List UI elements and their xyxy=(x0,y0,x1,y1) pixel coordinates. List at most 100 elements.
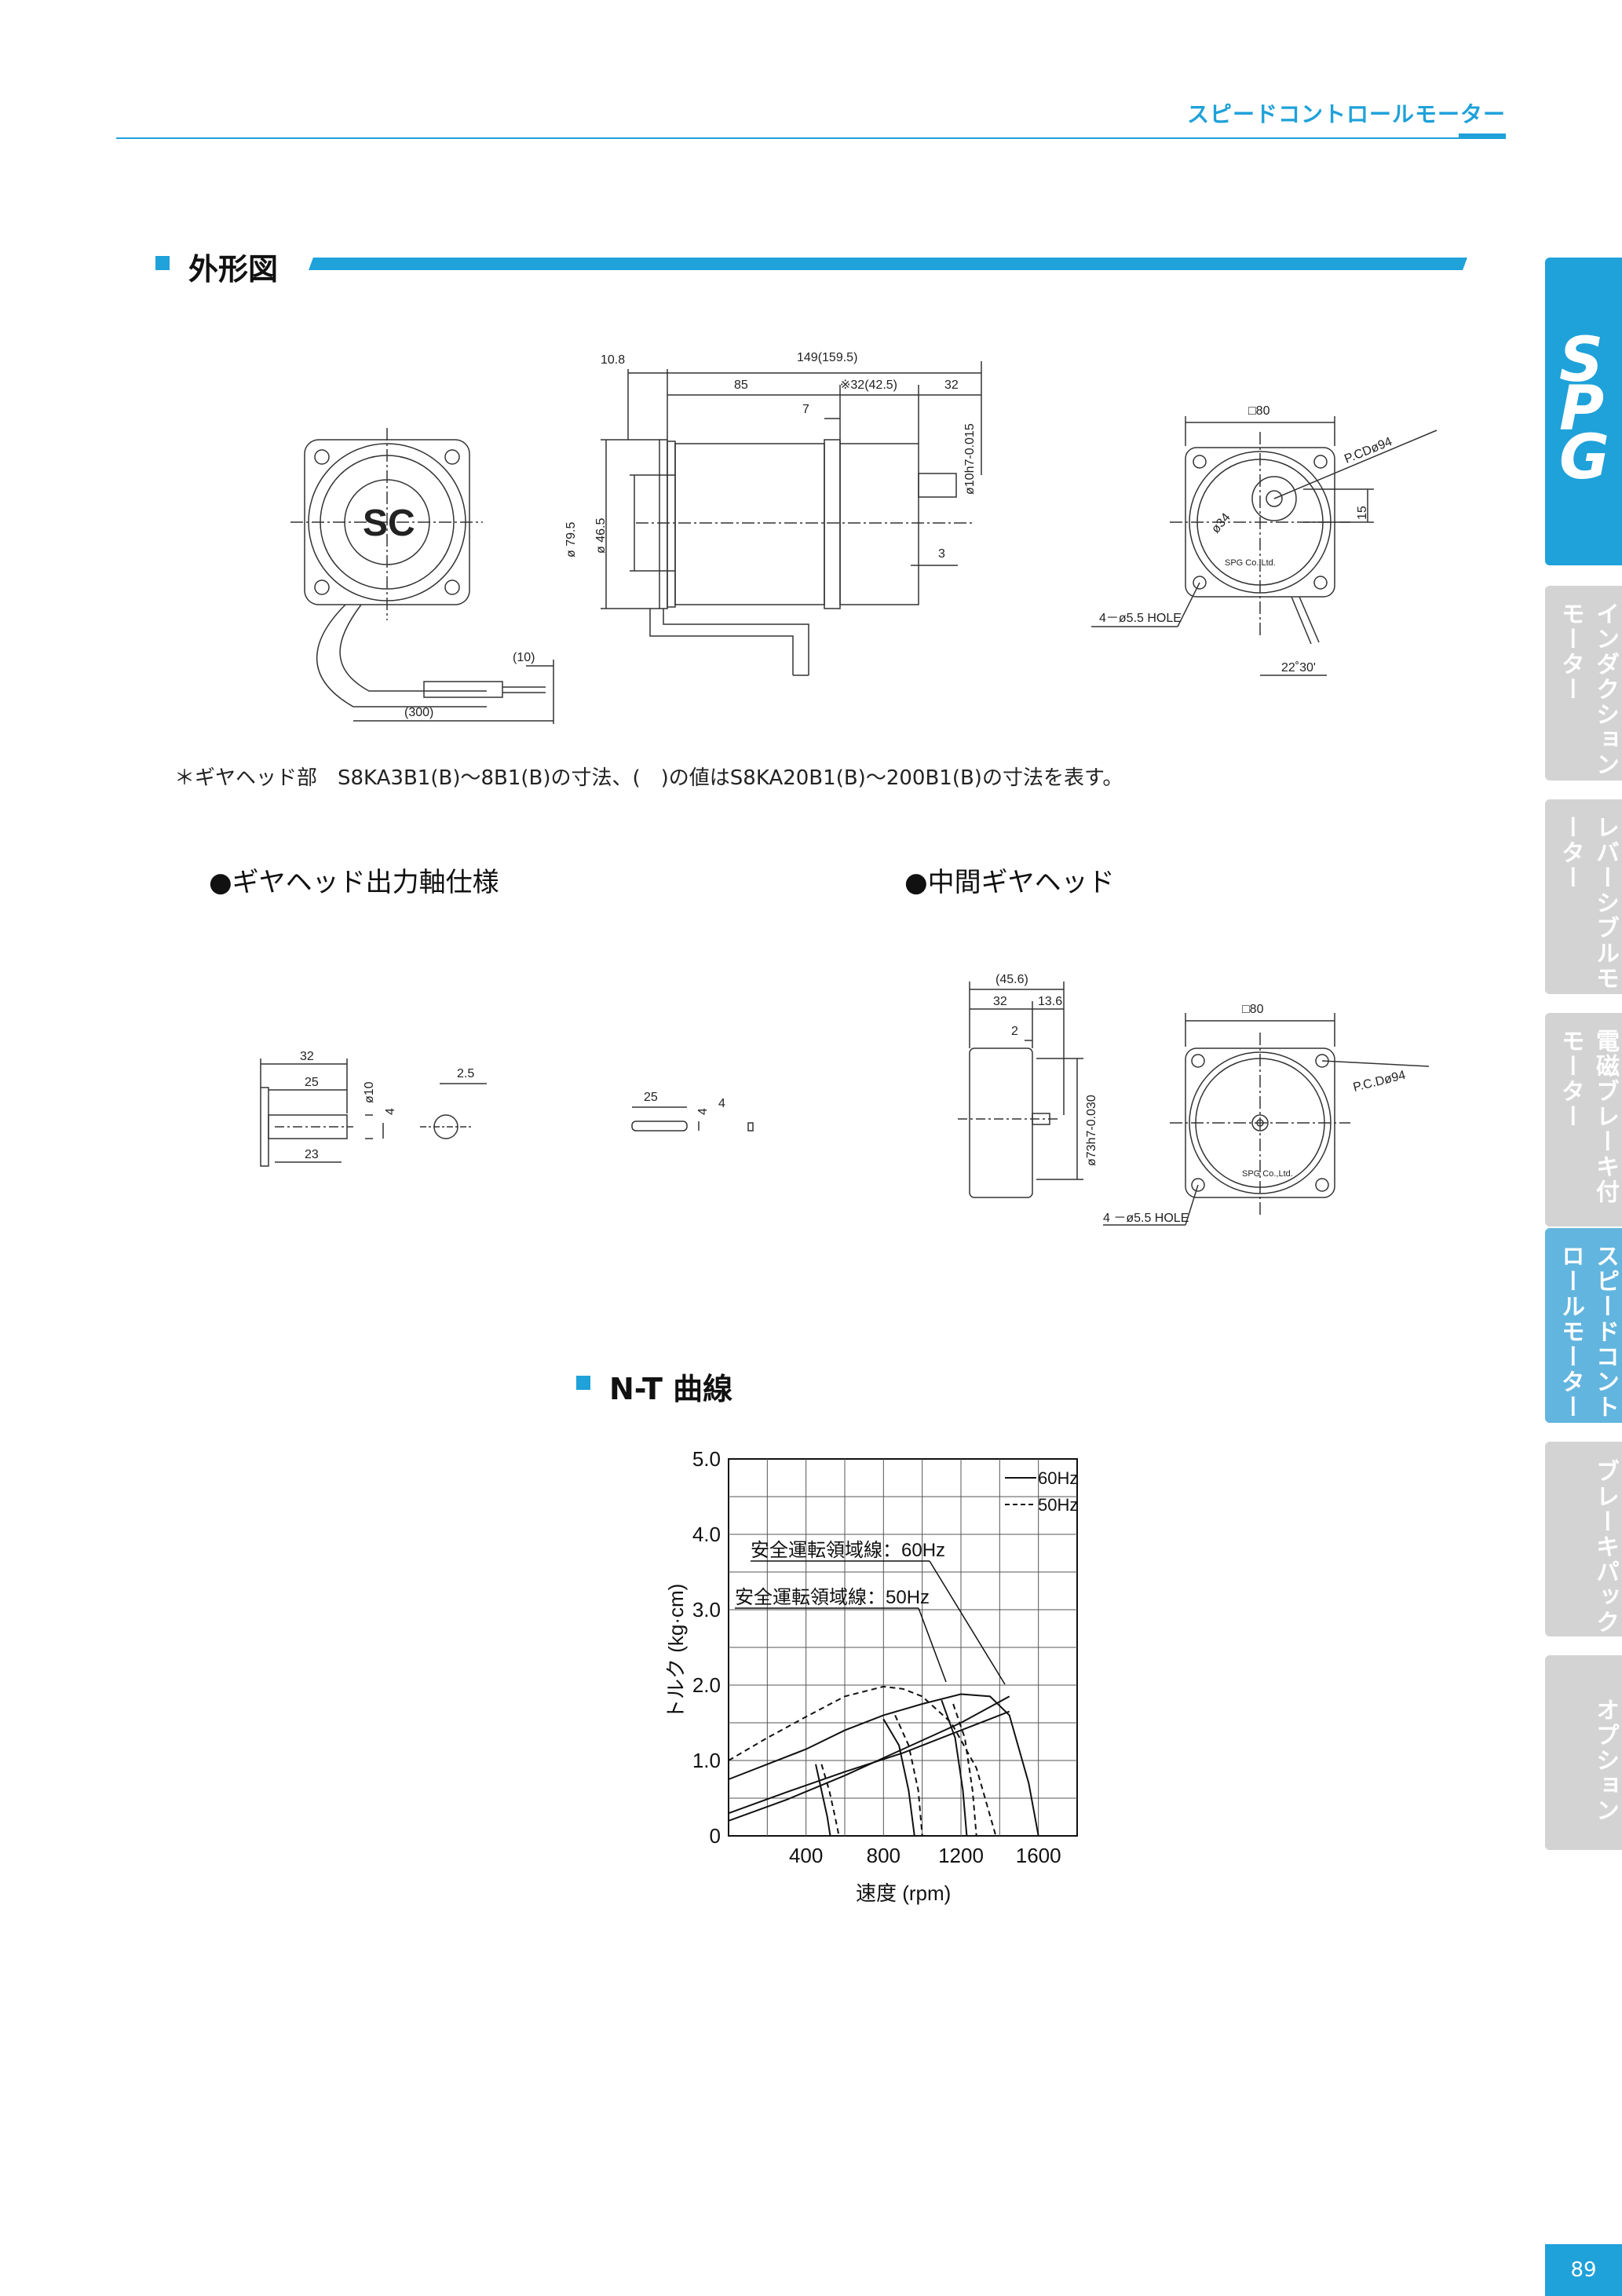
chart-xlabel: 速度 (rpm) xyxy=(856,1881,951,1905)
dim-32: 32 xyxy=(944,378,959,392)
shaft-dim-2-5: 2.5 xyxy=(457,1067,474,1080)
header-title: スピードコントロールモーター xyxy=(1186,101,1506,127)
shaft-spec-drawing: 32 25 23 ø10 4 2.5 25 4 4 xyxy=(260,1050,754,1167)
chart-ylabel: トルク (kg·cm) xyxy=(664,1584,688,1720)
y-tick-label: 0 xyxy=(710,1824,721,1848)
gh-d34: ø34 xyxy=(1209,510,1233,536)
y-tick-label: 1.0 xyxy=(692,1749,721,1772)
mid-dim-2: 2 xyxy=(1011,1025,1018,1038)
motor-dim-10: (10) xyxy=(513,651,535,664)
outline-note: ＊ギヤヘッド部 S8KA3B1(B)～8B1(B)の寸法、( )の値はS8KA2… xyxy=(174,766,1123,790)
series-1-curve-0 xyxy=(728,1685,997,1837)
motor-rear-view: (10) (300) SC xyxy=(290,428,554,724)
key-dim-4a: 4 xyxy=(696,1108,710,1115)
x-tick-label: 800 xyxy=(867,1844,901,1867)
tab-brake-motor[interactable]: 電磁ブレーキ付モーター xyxy=(1545,1013,1622,1227)
mid-dim-45-6: (45.6) xyxy=(995,973,1028,986)
gh-angle: 22˚30' xyxy=(1281,661,1316,675)
mid-pcd: P.C.Dø94 xyxy=(1352,1069,1407,1095)
section-marker-nt xyxy=(576,1376,590,1390)
key-dim-4b: 4 xyxy=(718,1097,725,1110)
shaft-dim-23: 23 xyxy=(305,1148,319,1161)
gh-sq80: □80 xyxy=(1248,404,1270,418)
tab-reversible-motor[interactable]: レバーシブルモーター xyxy=(1545,799,1622,994)
dim-d46-5: ø 46.5 xyxy=(594,518,608,554)
tab-reversible-motor-label: レバーシブルモーター xyxy=(1557,815,1619,991)
sc-logo: SC xyxy=(363,503,415,544)
tab-brake-motor-label: 電磁ブレーキ付モーター xyxy=(1557,1029,1619,1205)
annotation-50hz: 安全運転領域線：50Hz xyxy=(735,1587,930,1608)
series-1-curve-1 xyxy=(820,1764,840,1837)
motor-dim-300: (300) xyxy=(404,706,433,719)
mid-dim-32: 32 xyxy=(993,995,1007,1008)
shaft-dim-32: 32 xyxy=(300,1050,314,1063)
header-divider xyxy=(116,137,1506,139)
subheading-shaft-spec: ●ギヤヘッド出力軸仕様 xyxy=(209,867,499,898)
series-0-curve-1 xyxy=(815,1764,831,1837)
chart-legend: 60Hz 50Hz xyxy=(1005,1468,1078,1515)
mid-hole: 4 －ø5.5 HOLE xyxy=(1103,1212,1189,1225)
motor-side-view: 10.8 149(159.5) 85 ※32(42.5) 32 7 3 ø 79… xyxy=(564,351,982,676)
dim-3: 3 xyxy=(938,547,945,561)
tab-induction-motor[interactable]: インダクションモーター xyxy=(1545,586,1622,781)
tab-options[interactable]: オプション xyxy=(1545,1655,1622,1850)
dim-10-8: 10.8 xyxy=(601,353,625,367)
mid-sq80: □80 xyxy=(1242,1003,1264,1016)
x-tick-label: 400 xyxy=(789,1844,823,1867)
series-3-curve-0 xyxy=(728,1695,1010,1822)
mid-dim-13-6: 13.6 xyxy=(1038,995,1062,1008)
chart-annotations: 安全運転領域線：60Hz 安全運転領域線：50Hz xyxy=(735,1540,1006,1685)
tab-brake-pack[interactable]: ブレーキパック xyxy=(1545,1442,1622,1636)
page-number: 89 xyxy=(1545,2244,1622,2296)
chart-curves xyxy=(728,1685,1039,1837)
gh-15: 15 xyxy=(1356,506,1369,520)
tab-options-label: オプション xyxy=(1591,1698,1619,1823)
header-divider-accent xyxy=(1459,133,1506,138)
key-dim-25: 25 xyxy=(644,1091,658,1104)
nt-chart: 0 1.0 2.0 3.0 4.0 5.0 400 800 1200 1600 60Hz 50Hz… xyxy=(664,1447,1078,1905)
mid-dim-d73: ø73h7-0.030 xyxy=(1085,1095,1098,1166)
x-tick-label: 1600 xyxy=(1016,1844,1061,1867)
gh-hole: 4－ø5.5 HOLE xyxy=(1099,612,1182,625)
outline-drawing: (10) (300) SC 10.8 149(159.5) 85 xyxy=(290,351,1438,724)
intermediate-gearhead-drawing: (45.6) 32 13.6 2 ø73h7-0.030 □80 P.C.Dø9… xyxy=(958,973,1430,1226)
gh-brand: SPG Co.,Ltd. xyxy=(1225,558,1276,568)
chart-grid xyxy=(728,1458,1078,1837)
gh-pcd: P.CDø94 xyxy=(1343,435,1394,466)
tab-brake-pack-label: ブレーキパック xyxy=(1591,1459,1619,1635)
shaft-dim-4: 4 xyxy=(384,1108,397,1115)
mid-brand: SPG Co.,Ltd. xyxy=(1242,1169,1293,1179)
gearhead-front-view: □80 P.CDø94 ø34 15 4－ø5.5 HOLE 22˚30' SP… xyxy=(1091,404,1438,676)
tab-speed-control-motor-label: スピードコントロールモーター xyxy=(1557,1244,1619,1420)
section-bar xyxy=(309,258,1467,270)
dim-total-length: 149(159.5) xyxy=(797,351,857,364)
legend-50hz: 50Hz xyxy=(1038,1495,1078,1515)
section-title-nt: N-T 曲線 xyxy=(609,1372,733,1406)
y-tick-label: 3.0 xyxy=(692,1598,721,1621)
tab-induction-motor-label: インダクションモーター xyxy=(1557,601,1619,777)
shaft-dim-25: 25 xyxy=(305,1076,319,1089)
dim-32-425: ※32(42.5) xyxy=(840,378,897,392)
y-tick-label: 4.0 xyxy=(692,1523,721,1546)
y-tick-label: 2.0 xyxy=(692,1673,721,1697)
y-tick-label: 5.0 xyxy=(692,1447,721,1471)
dim-7: 7 xyxy=(802,403,809,416)
series-0-curve-0 xyxy=(728,1693,1039,1837)
chart-ticks: 0 1.0 2.0 3.0 4.0 5.0 400 800 1200 1600 xyxy=(692,1447,1061,1867)
series-0-curve-2 xyxy=(882,1718,915,1837)
x-tick-label: 1200 xyxy=(938,1844,984,1867)
series-1-curve-2 xyxy=(894,1714,923,1837)
series-0-curve-3 xyxy=(941,1699,968,1837)
shaft-dim-d10: ø10 xyxy=(363,1081,376,1103)
annotation-60hz: 安全運転領域線：60Hz xyxy=(751,1540,945,1561)
tab-speed-control-motor[interactable]: スピードコントロールモーター xyxy=(1545,1228,1622,1423)
legend-60hz: 60Hz xyxy=(1038,1468,1078,1488)
dim-shaft-d10: ø10h7-0.015 xyxy=(963,423,977,495)
section-title-outline: 外形図 xyxy=(188,252,279,287)
subheading-intermediate: ●中間ギヤヘッド xyxy=(904,867,1115,898)
dim-85: 85 xyxy=(734,378,748,392)
section-marker xyxy=(155,256,170,270)
dim-d79-5: ø 79.5 xyxy=(564,522,578,558)
